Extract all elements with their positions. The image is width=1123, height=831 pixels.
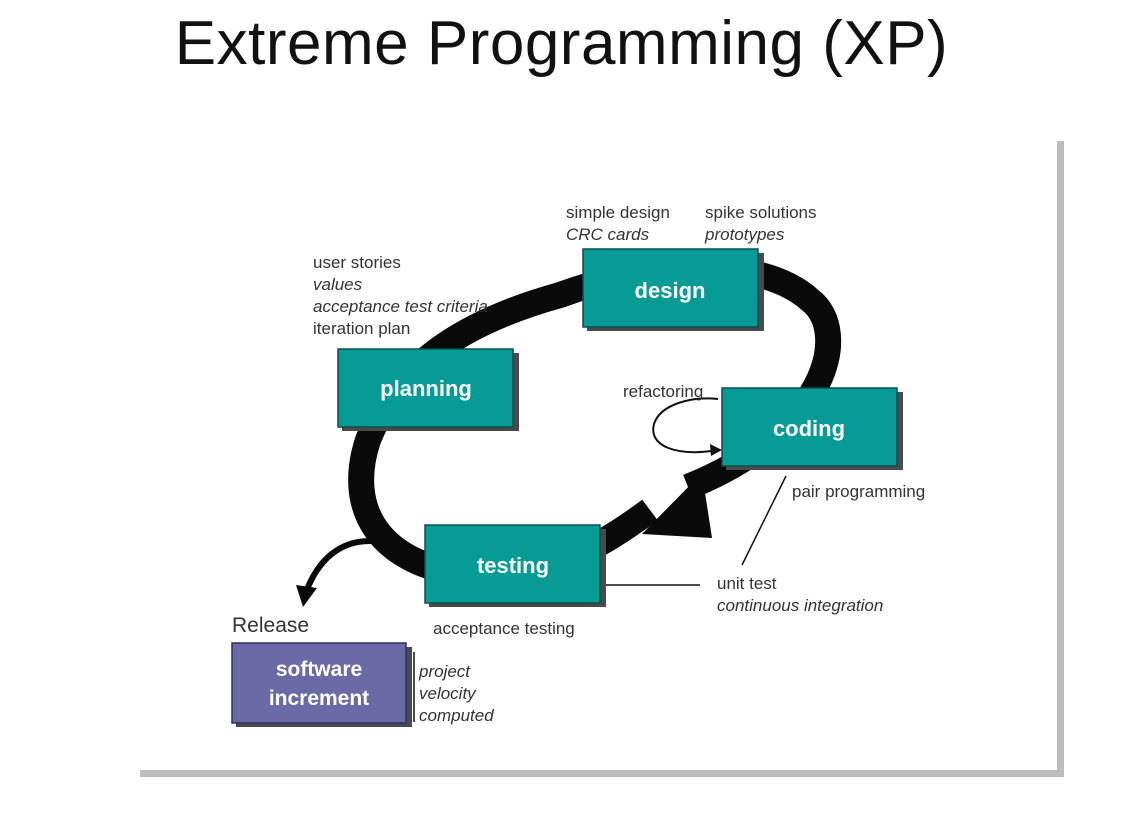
software-increment-line1: software <box>276 658 362 681</box>
planning-note: values <box>313 275 363 294</box>
release-note: project <box>418 662 471 681</box>
design-note: CRC cards <box>566 225 650 244</box>
slide-title: Extreme Programming (XP) <box>174 9 949 78</box>
coding-box: coding <box>721 387 903 470</box>
planning-note: iteration plan <box>313 319 410 338</box>
acceptance-testing-note: acceptance testing <box>433 619 575 638</box>
release-arrow <box>296 537 373 607</box>
release-note: velocity <box>419 684 477 703</box>
design-label: design <box>635 278 706 303</box>
release-heading: Release <box>232 614 309 637</box>
software-increment-line2: increment <box>269 687 369 710</box>
pair-programming-pointer <box>741 475 787 566</box>
planning-box: planning <box>337 348 519 431</box>
refactoring-note: refactoring <box>623 382 703 401</box>
cycle-arrowhead <box>642 473 712 538</box>
release-notes: project velocity computed <box>413 652 494 725</box>
planning-note: user stories <box>313 253 401 272</box>
design-note: prototypes <box>704 225 785 244</box>
design-note: spike solutions <box>705 203 817 222</box>
testing-label: testing <box>477 553 549 578</box>
unit-test-note: unit test <box>717 574 777 593</box>
coding-label: coding <box>773 416 845 441</box>
pair-programming-note: pair programming <box>792 482 925 501</box>
testing-box: testing <box>424 524 606 607</box>
refactoring-loop <box>652 397 722 456</box>
release-note: computed <box>419 706 494 725</box>
continuous-integration-note: continuous integration <box>717 596 883 615</box>
design-annotations: simple design CRC cards spike solutions … <box>566 203 817 244</box>
planning-note: acceptance test criteria <box>313 297 488 316</box>
design-box: design <box>582 248 764 331</box>
design-note: simple design <box>566 203 670 222</box>
planning-annotations: user stories values acceptance test crit… <box>313 253 488 338</box>
planning-label: planning <box>380 376 472 401</box>
software-increment-box: software increment <box>231 642 412 727</box>
